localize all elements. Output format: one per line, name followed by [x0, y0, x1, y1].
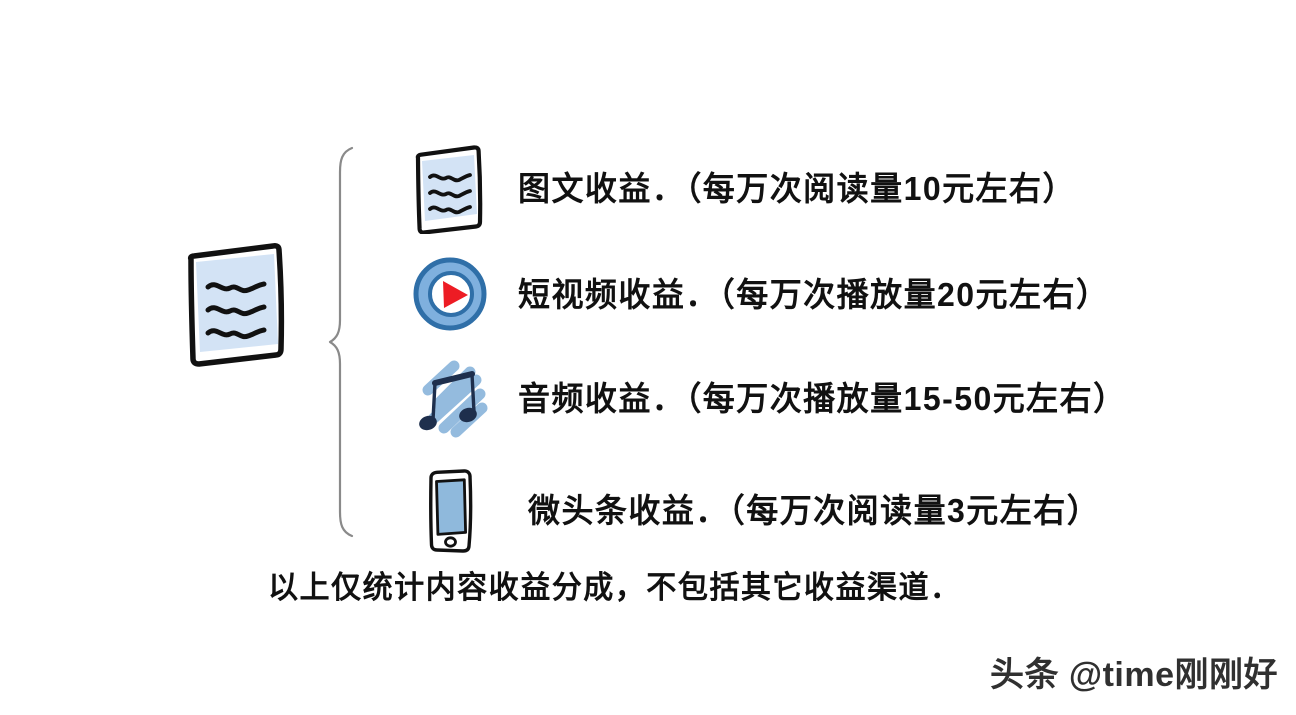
list-item: 微头条收益．（每万次阅读量3元左右） [404, 464, 1118, 556]
watermark-credit: 头条 @time刚刚好 [989, 656, 1278, 694]
list-item: 短视频收益．（每万次播放量20元左右） [404, 248, 1128, 340]
document-icon [404, 142, 496, 234]
list-item: 图文收益．（每万次阅读量10元左右） [404, 142, 1093, 234]
source-document-icon [178, 240, 298, 370]
mobile-phone-icon [404, 464, 496, 556]
list-item-label: 音频收益．（每万次播放量15-50元左右） [518, 379, 1127, 417]
list-item-label: 图文收益．（每万次阅读量10元左右） [518, 169, 1076, 207]
list-item: 音频收益．（每万次播放量15-50元左右） [404, 352, 1145, 444]
curly-brace-connector [326, 146, 366, 538]
list-item-label: 微头条收益．（每万次阅读量3元左右） [528, 491, 1101, 529]
play-circle-icon [404, 248, 496, 340]
list-item-label: 短视频收益．（每万次播放量20元左右） [518, 275, 1110, 313]
footnote-text: 以上仅统计内容收益分成，不包括其它收益渠道． [268, 570, 962, 605]
music-note-icon [404, 352, 496, 444]
